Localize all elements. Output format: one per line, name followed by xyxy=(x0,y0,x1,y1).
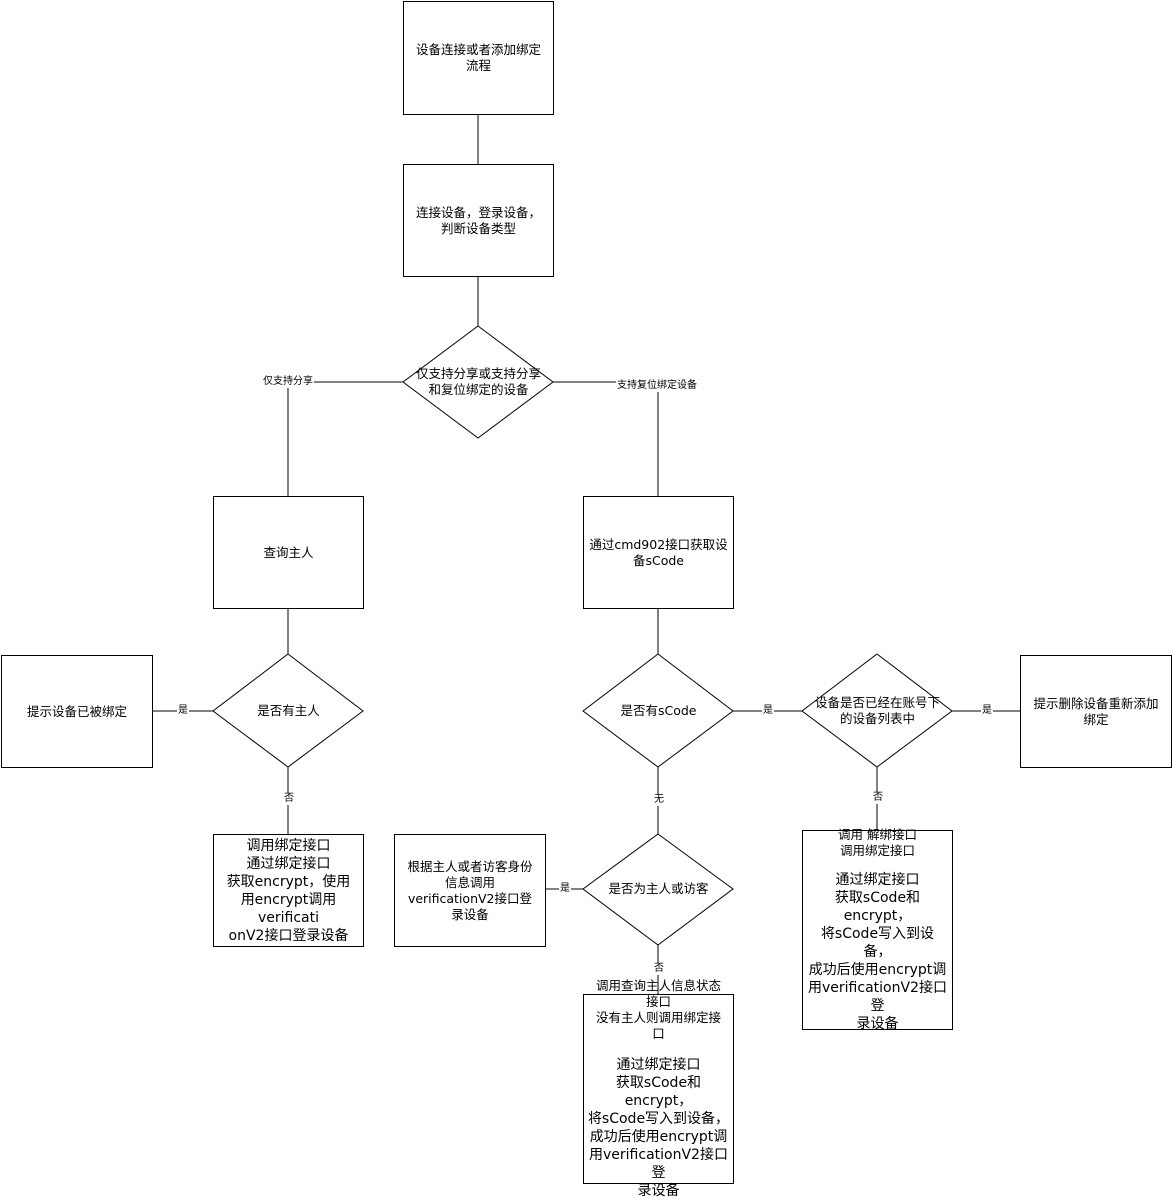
tip-bound-text: 提示设备已被绑定 xyxy=(26,703,127,719)
start-node-text: 设备连接或者添加绑定 流程 xyxy=(415,42,541,73)
unbind-bind-detail-text: 通过绑定接口 获取sCode和encrypt， 将sCode写入到设备， 成功后… xyxy=(808,872,947,1032)
has-scode-text: 是否有sCode xyxy=(620,703,697,718)
get-scode-text: 通过cmd902接口获取设 备sCode xyxy=(589,536,728,568)
edge-label-scode-yes: 是 xyxy=(762,705,774,717)
login-by-identity-text: 根据主人或者访客身份 信息调用 verificationV2接口登 录设备 xyxy=(407,858,533,922)
in-list-text: 设备是否已经在账号下 的设备列表中 xyxy=(814,695,940,726)
edge-label-scode-none: 无 xyxy=(653,794,665,806)
query-owner-text: 查询主人 xyxy=(263,544,314,560)
edge-label-identity-yes: 是 xyxy=(559,883,571,895)
query-state-detail-text: 通过绑定接口 获取sCode和encrypt， 将sCode写入到设备， 成功后… xyxy=(587,1057,730,1199)
has-owner-text: 是否有主人 xyxy=(257,703,320,718)
unbind-bind-text: 调用 解绑接口 调用绑定接口 xyxy=(838,827,917,858)
edge-label-owner-yes: 是 xyxy=(177,705,189,717)
tip-bound-node: 提示设备已被绑定 xyxy=(1,655,153,768)
diamond-is-owner-or-guest xyxy=(582,833,734,946)
connect-node-text: 连接设备，登录设备， 判断设备类型 xyxy=(415,204,541,236)
edge-label-owner-no: 否 xyxy=(283,793,295,805)
edge-label-list-yes: 是 xyxy=(981,705,993,717)
start-node: 设备连接或者添加绑定 流程 xyxy=(403,1,554,115)
edge-label-identity-no: 否 xyxy=(653,963,665,975)
query-owner-node: 查询主人 xyxy=(213,496,364,609)
is-owner-or-guest-text: 是否为主人或访客 xyxy=(608,881,709,896)
connect-node: 连接设备，登录设备， 判断设备类型 xyxy=(403,164,554,277)
tip-delete-node: 提示删除设备重新添加 绑定 xyxy=(1020,655,1172,768)
tip-delete-text: 提示删除设备重新添加 绑定 xyxy=(1033,695,1159,727)
type-decision-text: 仅支持分享或支持分享 和复位绑定的设备 xyxy=(415,366,541,397)
diamond-has-scode xyxy=(582,653,734,768)
edge-label-list-no: 否 xyxy=(872,792,884,804)
diamond-type-decision xyxy=(402,325,554,439)
query-state-text: 调用查询主人信息状态 接口 没有主人则调用绑定接 口 xyxy=(595,978,721,1041)
bind-encrypt-node: 调用绑定接口 通过绑定接口 获取encrypt，使用 用encrypt调用ver… xyxy=(213,834,364,947)
unbind-bind-node: 调用 解绑接口 调用绑定接口 通过绑定接口 获取sCode和encrypt， 将… xyxy=(802,827,953,1032)
edge-label-share-only: 仅支持分享 xyxy=(262,376,314,388)
edge-label-support-reset: 支持复位绑定设备 xyxy=(616,380,698,392)
get-scode-node: 通过cmd902接口获取设 备sCode xyxy=(583,496,734,609)
query-state-node: 调用查询主人信息状态 接口 没有主人则调用绑定接 口 通过绑定接口 获取sCod… xyxy=(583,978,734,1199)
login-by-identity-node: 根据主人或者访客身份 信息调用 verificationV2接口登 录设备 xyxy=(394,834,546,947)
diamond-in-list xyxy=(801,653,953,768)
bind-encrypt-text: 调用绑定接口 通过绑定接口 获取encrypt，使用 用encrypt调用ver… xyxy=(226,837,351,944)
diamond-has-owner xyxy=(212,653,364,768)
